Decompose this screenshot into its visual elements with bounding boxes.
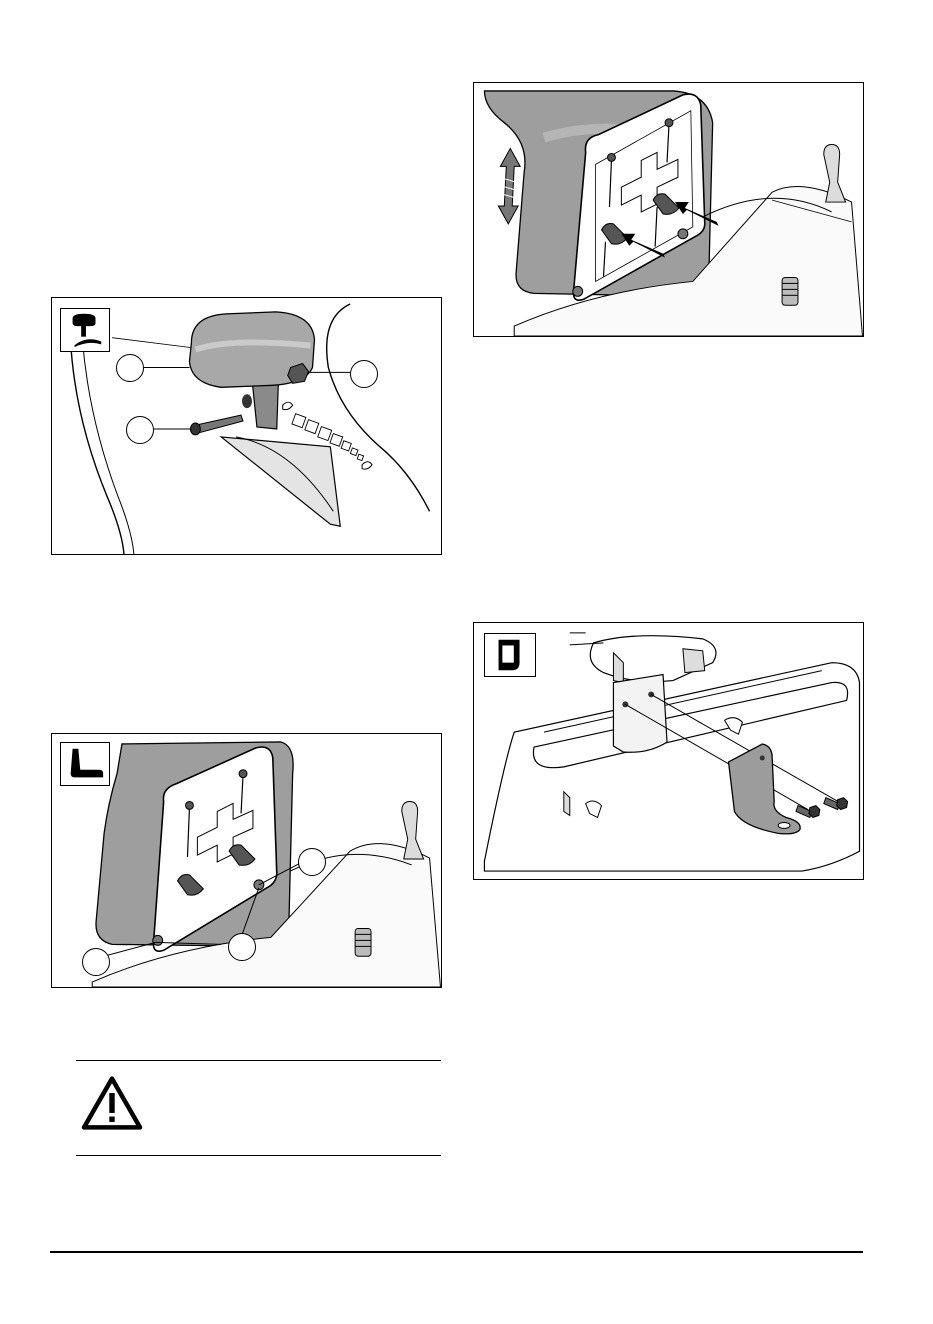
warning-box: [76, 1060, 441, 1156]
callout-2: [126, 416, 154, 444]
footer-rule: [50, 1251, 863, 1253]
callout-2: [228, 933, 256, 961]
gear-lever-illustration: [52, 298, 441, 554]
callout-3: [350, 360, 378, 388]
seat-bracket-symbol-icon: [484, 633, 536, 677]
figure-gear-lever-knob: [51, 297, 442, 555]
callout-1: [116, 354, 144, 382]
figure-seat-adjust: [473, 82, 864, 337]
seat-symbol-icon: [60, 742, 110, 786]
warning-triangle-icon: [80, 1075, 144, 1131]
seat-adjust-illustration: [474, 83, 863, 336]
lever-symbol-icon: [60, 308, 110, 352]
callout-3: [298, 848, 326, 876]
figure-rear-bracket: [473, 622, 864, 880]
callout-1: [82, 948, 110, 976]
figure-seat-bracket: [51, 733, 442, 988]
